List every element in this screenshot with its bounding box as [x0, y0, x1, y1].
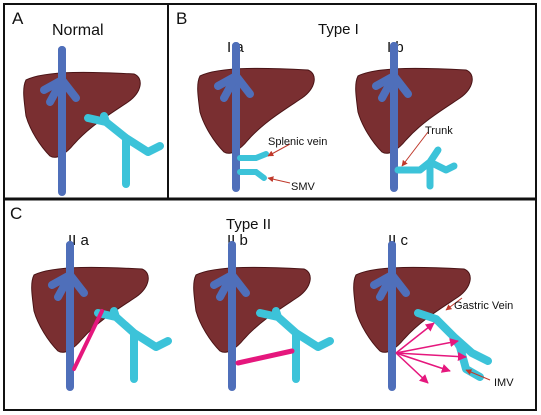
panel-c: C Type II II a II b II c — [10, 204, 514, 391]
panel-a-letter: A — [12, 9, 24, 28]
panel-b-title: Type I — [318, 21, 359, 38]
panel-c-letter: C — [10, 204, 22, 223]
liver — [355, 67, 473, 154]
shunt — [72, 309, 104, 371]
diagram-type-2b — [193, 241, 334, 391]
shunts — [395, 322, 467, 384]
panel-a-title: Normal — [52, 22, 104, 39]
label-trunk: Trunk — [425, 125, 453, 137]
panel-a: A Normal — [12, 9, 164, 196]
label-gastric-vein: Gastric Vein — [454, 300, 513, 312]
label-splenic-vein: Splenic vein — [268, 136, 327, 148]
diagram-type-2a — [31, 241, 172, 391]
arrow-imv — [465, 369, 491, 381]
panel-c-title: Type II — [226, 216, 271, 233]
outer-frame — [3, 3, 537, 411]
arrow-trunk — [401, 131, 429, 167]
panel-b-letter: B — [176, 9, 187, 28]
splenic-vein — [237, 151, 269, 161]
diagram-type-1a — [197, 42, 315, 192]
label-smv: SMV — [291, 181, 316, 193]
arrow-splenic-vein — [267, 143, 291, 157]
arrow-smv — [267, 176, 291, 184]
panel-b: B Type I I a I b Splenic vein SMV Trunk — [176, 9, 473, 193]
label-imv: IMV — [494, 377, 514, 389]
portal-trunk — [394, 146, 458, 190]
diagram-type-2c — [353, 241, 492, 391]
portal-vein — [256, 307, 334, 383]
shunt — [235, 348, 295, 366]
portal-vein — [414, 309, 492, 381]
portal-vein — [84, 112, 164, 188]
smv — [237, 169, 267, 181]
portal-vein — [94, 307, 172, 383]
arrow-gastric-vein — [445, 297, 463, 311]
diagram-type-1b — [355, 42, 473, 192]
diagram-normal — [23, 46, 164, 196]
